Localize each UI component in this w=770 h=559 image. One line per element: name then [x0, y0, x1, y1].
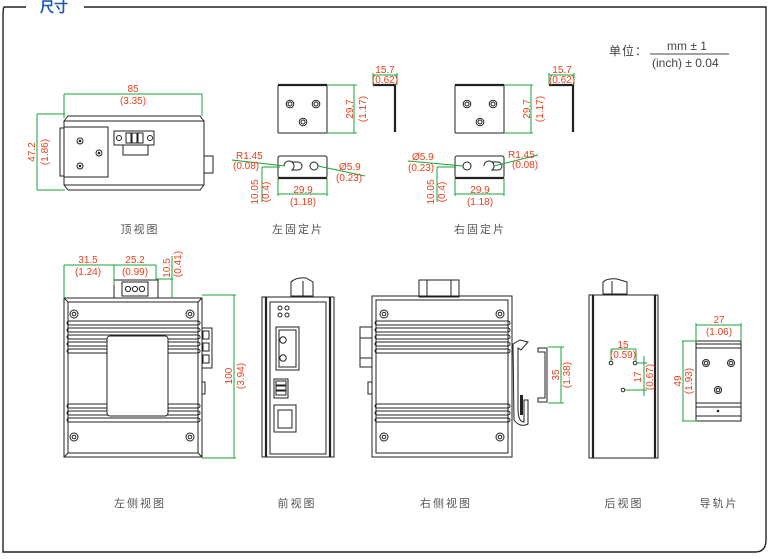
- right-bracket-height-mm: 29.7: [522, 99, 533, 119]
- right-bracket: 29.7 (1.17) 15.7 (0.62) Ø5.9 (0.23) R1.4…: [407, 65, 575, 208]
- caption-top-view: 顶视图: [121, 222, 160, 236]
- rear-h-in: (0.59): [610, 350, 636, 361]
- right-side-rail-mm: 35: [551, 369, 562, 381]
- right-bracket-radius-in: (0.08): [512, 160, 538, 171]
- caption-right-bracket: 右固定片: [454, 222, 506, 236]
- frame-border: [2, 6, 767, 553]
- units-numerator: mm ± 1: [667, 39, 707, 53]
- left-bracket-depth-in: (0.62): [372, 75, 398, 86]
- din-clip-height-mm: 49: [673, 375, 684, 387]
- top-height-mm: 47.2: [27, 142, 38, 162]
- left-side-c-mm: 10.5: [162, 258, 173, 278]
- caption-front-view: 前视图: [278, 496, 317, 510]
- right-bracket-depth-in: (0.62): [549, 75, 575, 86]
- caption-right-side-view: 右侧视图: [420, 496, 472, 510]
- right-bracket-radius-mm: R1.45: [508, 150, 535, 161]
- top-view: 85 (3.35) 47.2 (1.86): [27, 84, 214, 191]
- left-side-a-mm: 31.5: [78, 255, 98, 266]
- left-bracket-radius-in: (0.08): [233, 161, 259, 172]
- top-width-in: (3.35): [120, 96, 146, 107]
- din-rail-clip: 27 (1.06) 49 (1.93): [673, 315, 742, 422]
- top-height-in: (1.86): [40, 139, 51, 165]
- left-bracket-dia-mm: Ø5.9: [339, 162, 361, 173]
- caption-left-bracket: 左固定片: [272, 222, 324, 236]
- din-clip-width-in: (1.06): [706, 327, 732, 338]
- left-bracket-radius-mm: R1.45: [236, 151, 263, 162]
- right-bracket-offset-in: (0.4): [437, 182, 448, 203]
- left-bracket-width-in: (1.18): [290, 197, 316, 208]
- front-view: [261, 277, 335, 458]
- units-denominator: (inch) ± 0.04: [652, 56, 719, 70]
- left-side-height-mm: 100: [224, 367, 235, 384]
- right-bracket-depth-mm: 15.7: [552, 65, 572, 76]
- right-bracket-height-in: (1.17): [535, 96, 546, 122]
- right-bracket-dia-in: (0.23): [408, 163, 434, 174]
- din-clip-height-in: (1.93): [684, 368, 695, 394]
- left-side-view: 31.5 (1.24) 25.2 (0.99) 10.5 (0.41) 100 …: [63, 251, 247, 459]
- section-title: 尺寸: [40, 0, 68, 16]
- units-label: 单位：: [609, 43, 648, 58]
- top-width-mm: 85: [127, 84, 139, 95]
- left-side-height-in: (3.94): [236, 363, 247, 389]
- left-bracket-offset-in: (0.4): [261, 182, 272, 203]
- left-bracket-depth-mm: 15.7: [375, 65, 395, 76]
- caption-din-clip: 导轨片: [700, 496, 739, 510]
- rear-h-mm: 15: [617, 340, 629, 351]
- left-bracket: 29.7 (1.17) 15.7 (0.62) R1.45 (0.08) Ø5.…: [231, 65, 398, 208]
- right-bracket-width-mm: 29.9: [470, 185, 490, 196]
- left-bracket-height-in: (1.17): [358, 96, 369, 122]
- left-side-b-in: (0.99): [122, 267, 148, 278]
- left-bracket-offset-mm: 10.05: [250, 179, 261, 204]
- right-bracket-offset-mm: 10.05: [426, 179, 437, 204]
- rear-v-in: (0.67): [645, 364, 656, 390]
- caption-left-side-view: 左侧视图: [114, 496, 166, 510]
- right-bracket-width-in: (1.18): [467, 197, 493, 208]
- left-side-c-in: (0.41): [173, 251, 184, 277]
- left-side-b-mm: 25.2: [125, 255, 145, 266]
- left-bracket-height-mm: 29.7: [345, 99, 356, 119]
- rear-view: 15 (0.59) 17 (0.67): [588, 278, 659, 459]
- right-bracket-dia-mm: Ø5.9: [412, 152, 434, 163]
- left-bracket-dia-in: (0.23): [336, 173, 362, 184]
- left-side-a-in: (1.24): [75, 267, 101, 278]
- caption-rear-view: 后视图: [605, 496, 644, 510]
- din-clip-width-mm: 27: [713, 315, 725, 326]
- right-side-rail-in: (1.38): [562, 362, 573, 388]
- right-side-view: 35 (1.38): [359, 279, 573, 458]
- rear-v-mm: 17: [633, 371, 644, 383]
- left-bracket-width-mm: 29.9: [293, 185, 313, 196]
